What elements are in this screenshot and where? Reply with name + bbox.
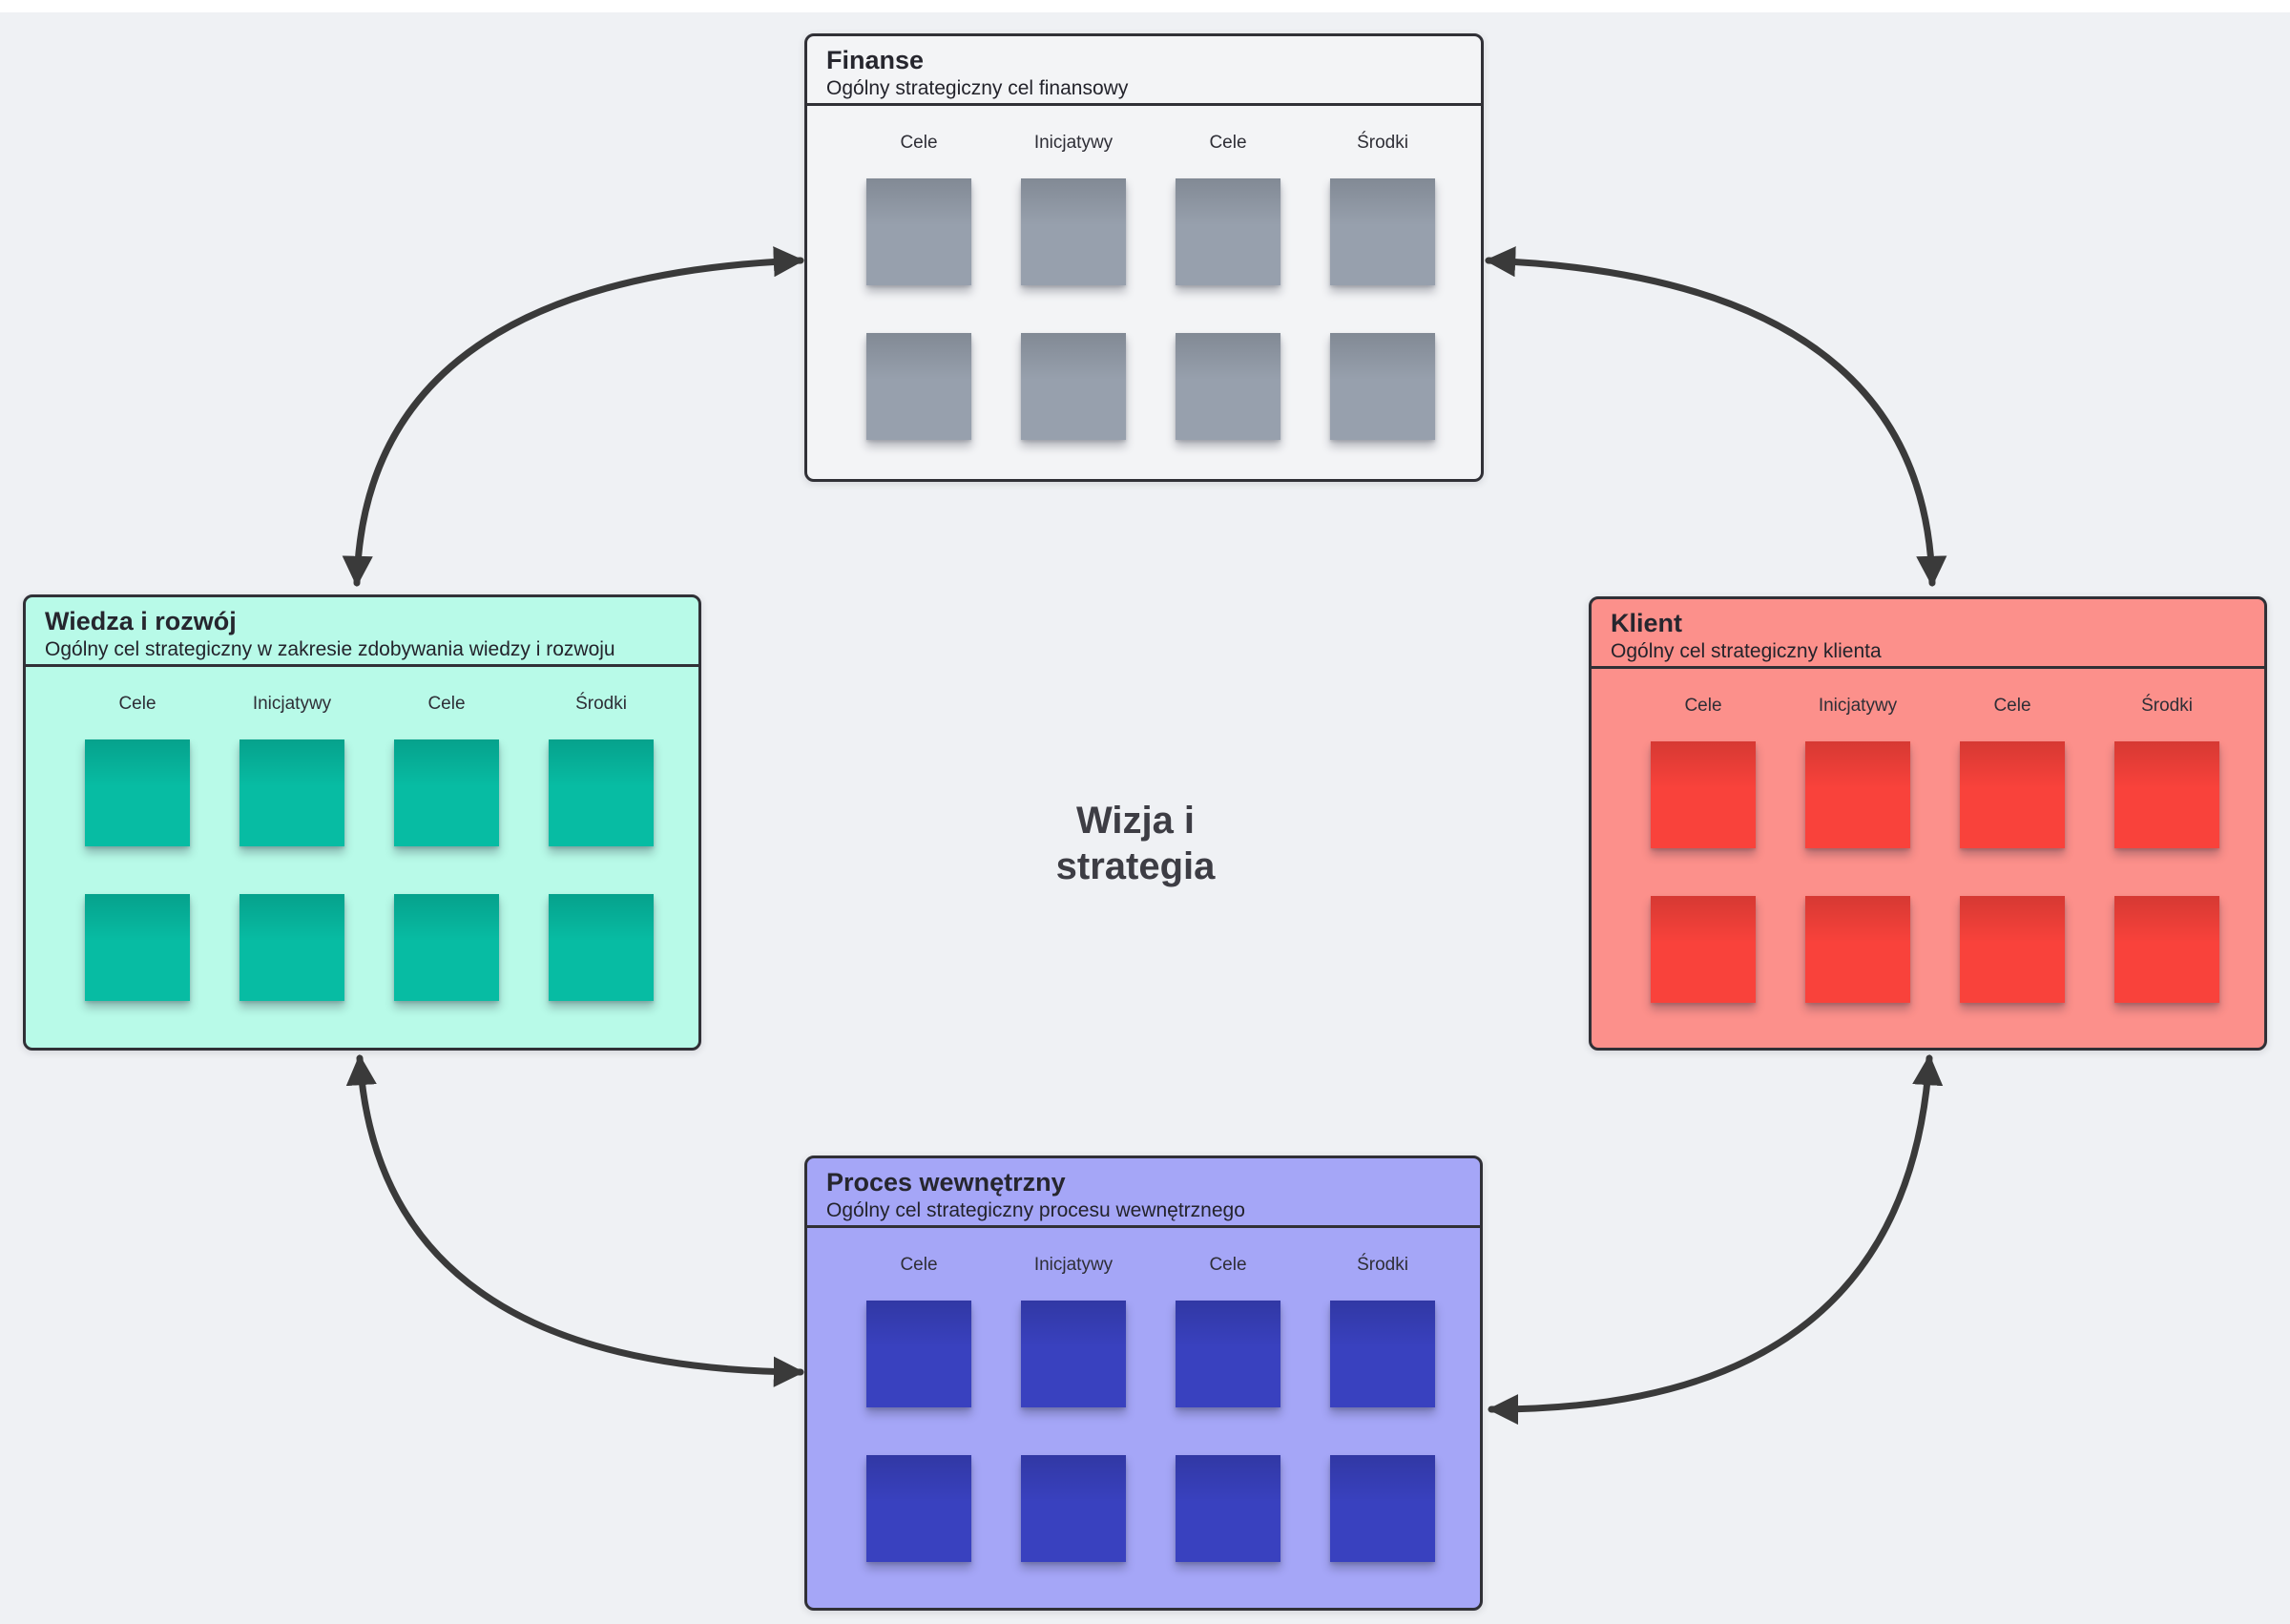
notes-grid [1592,741,2264,1003]
panel-finanse[interactable]: Finanse Ogólny strategiczny cel finansow… [804,33,1484,482]
sticky-note[interactable] [1960,896,2065,1003]
sticky-note[interactable] [394,739,499,846]
notes-grid [26,739,698,1001]
sticky-note[interactable] [1330,1455,1435,1562]
sticky-note[interactable] [866,1301,971,1407]
column-headers: Cele Inicjatywy Cele Środki [807,1255,1480,1276]
column-headers: Cele Inicjatywy Cele Środki [1592,696,2264,717]
sticky-note[interactable] [2114,741,2219,848]
column-header: Inicjatywy [1033,1255,1114,1275]
sticky-note[interactable] [239,739,344,846]
panel-proces-body: Cele Inicjatywy Cele Środki [807,1255,1480,1562]
panel-klient-header: Klient Ogólny cel strategiczny klienta [1592,599,2264,669]
column-header: Środki [1357,133,1408,153]
panel-wiedza-header: Wiedza i rozwój Ogólny cel strategiczny … [26,597,698,667]
panel-proces-header: Proces wewnętrzny Ogólny cel strategiczn… [807,1158,1480,1228]
column-header: Cele [900,133,938,153]
column-header: Cele [1209,133,1247,153]
sticky-note[interactable] [85,739,190,846]
sticky-note[interactable] [1176,1301,1280,1407]
double-arrow-finanse-wiedza[interactable] [342,246,805,588]
column-headers: Cele Inicjatywy Cele Środki [26,694,698,715]
sticky-note[interactable] [1330,333,1435,440]
panel-subtitle: Ogólny cel strategiczny klienta [1611,640,1882,662]
sticky-note[interactable] [1330,1301,1435,1407]
column-header: Cele [900,1255,938,1275]
panel-wiedza-body: Cele Inicjatywy Cele Środki [26,694,698,1001]
column-header: Inicjatywy [1033,133,1114,153]
column-header: Środki [575,694,627,714]
sticky-note[interactable] [1330,178,1435,285]
vision-strategy-label: Wizja i strategia [945,798,1326,889]
sticky-note[interactable] [1651,896,1756,1003]
column-header: Inicjatywy [1818,696,1898,716]
sticky-note[interactable] [1960,741,2065,848]
panel-klient-body: Cele Inicjatywy Cele Środki [1592,696,2264,1003]
sticky-note[interactable] [2114,896,2219,1003]
panel-title: Finanse [826,46,925,74]
sticky-note[interactable] [1021,1301,1126,1407]
vision-strategy-line2: strategia [1055,845,1216,887]
panel-wiedza-i-rozwoj[interactable]: Wiedza i rozwój Ogólny cel strategiczny … [23,594,701,1051]
sticky-note[interactable] [1021,178,1126,285]
column-headers: Cele Inicjatywy Cele Środki [807,133,1481,154]
column-header: Cele [118,694,156,714]
sticky-note[interactable] [1176,1455,1280,1562]
double-arrow-wiedza-proces[interactable] [345,1053,805,1387]
column-header: Środki [2141,696,2193,716]
sticky-note[interactable] [1021,1455,1126,1562]
column-header: Środki [1357,1255,1408,1275]
panel-title: Klient [1611,609,1683,637]
panel-title: Proces wewnętrzny [826,1168,1066,1197]
panel-klient[interactable]: Klient Ogólny cel strategiczny klienta C… [1589,596,2267,1051]
sticky-note[interactable] [1805,741,1910,848]
sticky-note[interactable] [1651,741,1756,848]
panel-proces-wewnetrzny[interactable]: Proces wewnętrzny Ogólny cel strategiczn… [804,1156,1483,1611]
sticky-note[interactable] [866,1455,971,1562]
sticky-note[interactable] [549,894,654,1001]
panel-finanse-header: Finanse Ogólny strategiczny cel finansow… [807,36,1481,106]
sticky-note[interactable] [1176,178,1280,285]
column-header: Cele [1209,1255,1247,1275]
sticky-note[interactable] [1176,333,1280,440]
panel-subtitle: Ogólny cel strategiczny procesu wewnętrz… [826,1199,1245,1221]
sticky-note[interactable] [239,894,344,1001]
sticky-note[interactable] [1021,333,1126,440]
notes-grid [807,178,1481,440]
panel-subtitle: Ogólny cel strategiczny w zakresie zdoby… [45,638,615,660]
top-bar [0,0,2290,12]
sticky-note[interactable] [866,333,971,440]
column-header: Cele [427,694,466,714]
panel-subtitle: Ogólny strategiczny cel finansowy [826,77,1129,99]
column-header: Cele [1993,696,2031,716]
column-header: Inicjatywy [252,694,332,714]
double-arrow-klient-proces[interactable] [1487,1053,1944,1426]
notes-grid [807,1301,1480,1562]
vision-strategy-line1: Wizja i [1075,800,1196,842]
double-arrow-finanse-klient[interactable] [1484,246,1947,588]
column-header: Cele [1684,696,1722,716]
sticky-note[interactable] [549,739,654,846]
sticky-note[interactable] [394,894,499,1001]
sticky-note[interactable] [866,178,971,285]
panel-finanse-body: Cele Inicjatywy Cele Środki [807,133,1481,440]
panel-title: Wiedza i rozwój [45,607,237,635]
sticky-note[interactable] [1805,896,1910,1003]
sticky-note[interactable] [85,894,190,1001]
